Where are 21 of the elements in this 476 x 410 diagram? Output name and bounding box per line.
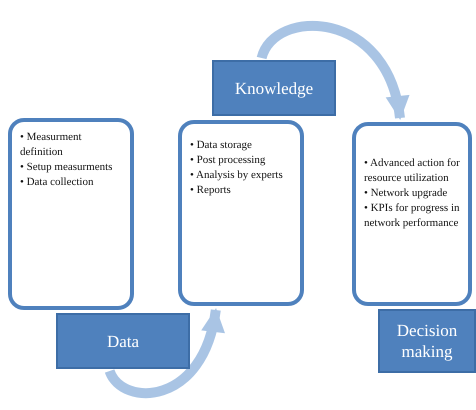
rounded-card [8, 118, 134, 310]
heading-text: Knowledge [234, 78, 314, 98]
bullet-item: • Data collection [20, 175, 94, 190]
heading-text: Decision making [396, 320, 458, 362]
bullet-item: • Network upgrade [364, 186, 448, 201]
bullet-item: • Measurment definition [20, 130, 83, 160]
bullet-item: • Setup measurments [20, 160, 114, 175]
bullet-item: • Analysis by experts [190, 168, 284, 183]
heading-box [378, 309, 476, 373]
bullet-item: • Advanced action for resource utilization [364, 156, 461, 186]
bullet-item: • KPIs for progress in network performance [364, 201, 461, 231]
bullet-item: • Data storage [190, 138, 253, 153]
heading-box [212, 60, 336, 116]
heading-box [56, 313, 190, 369]
rounded-card [178, 120, 304, 306]
bullet-item: • Post processing [190, 153, 266, 168]
curved-arrow [105, 308, 224, 398]
bullet-item: • Reports [190, 183, 232, 198]
heading-text: Data [106, 330, 140, 352]
curved-arrow [257, 20, 408, 120]
rounded-card [352, 122, 472, 306]
